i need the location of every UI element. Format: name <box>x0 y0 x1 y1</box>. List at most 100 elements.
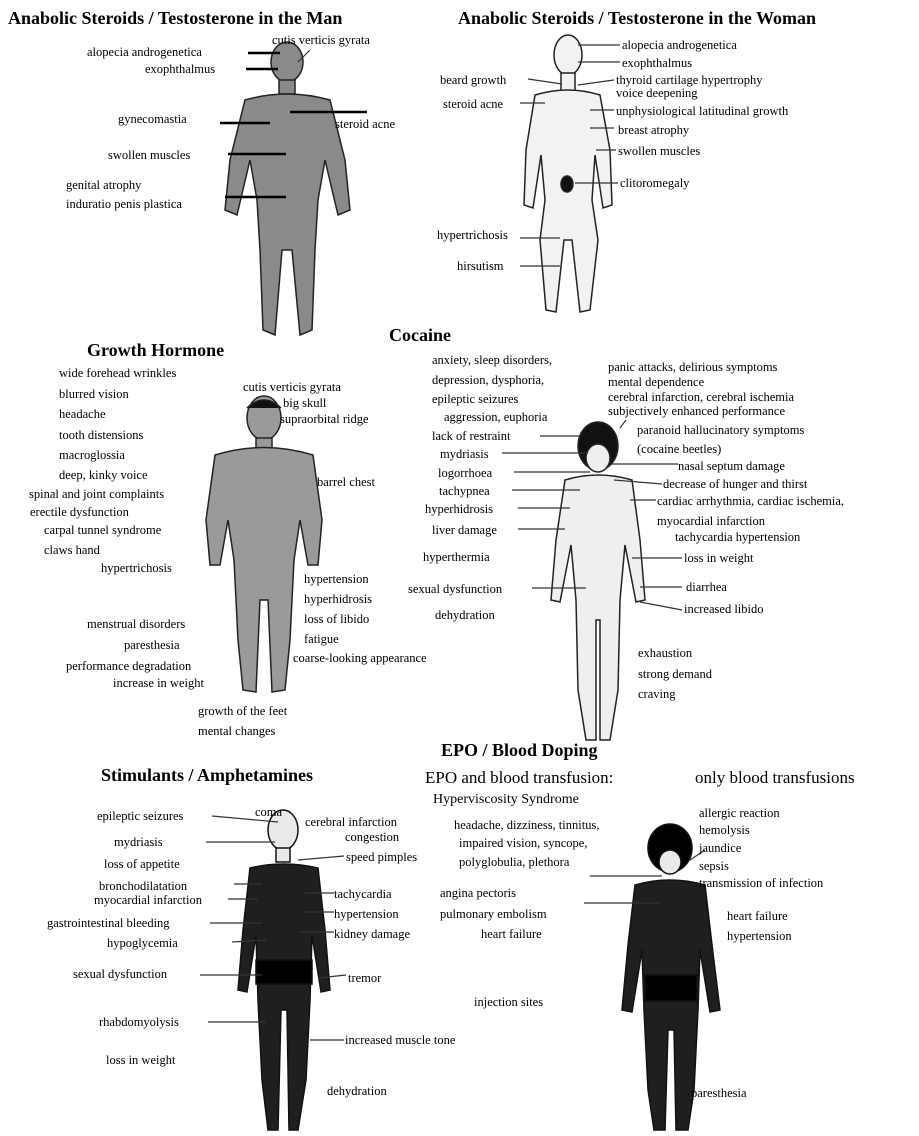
label-gh-13: supraorbital ridge <box>280 412 369 426</box>
label-epo-13: heart failure <box>727 909 788 923</box>
label-coc-29: craving <box>638 687 675 701</box>
label-gh-17: loss of libido <box>304 612 369 626</box>
label-coc-26: increased libido <box>684 602 764 616</box>
label-man-genital: genital atrophy <box>66 178 141 192</box>
label-epo-15: paresthesia <box>691 1086 747 1100</box>
label-woman-hypertrichosis: hypertrichosis <box>437 228 508 242</box>
label-gh-19: coarse-looking appearance <box>293 651 427 665</box>
label-woman-acne: steroid acne <box>443 97 503 111</box>
label-gh-25: mental changes <box>198 724 275 738</box>
label-man-swollen: swollen muscles <box>108 148 190 162</box>
label-epo-8: allergic reaction <box>699 806 780 820</box>
label-coc-2: epileptic seizures <box>432 392 518 406</box>
label-gh-5: deep, kinky voice <box>59 468 148 482</box>
label-epo-0: Hyperviscosity Syndrome <box>433 793 579 807</box>
label-coc-5: mydriasis <box>440 447 489 461</box>
label-stim-12: hypoglycemia <box>107 936 178 950</box>
label-stim-3: congestion <box>345 830 399 844</box>
label-epo-5: pulmonary embolism <box>440 907 547 921</box>
label-coc-12: dehydration <box>435 608 495 622</box>
label-gh-16: hyperhidrosis <box>304 592 372 606</box>
label-coc-28: strong demand <box>638 667 712 681</box>
label-gh-14: barrel chest <box>317 475 375 489</box>
label-coc-13: panic attacks, delirious symptoms <box>608 360 777 374</box>
label-stim-19: dehydration <box>327 1084 387 1098</box>
label-coc-8: hyperhidrosis <box>425 502 493 516</box>
label-gh-22: performance degradation <box>66 659 191 673</box>
label-stim-9: tachycardia <box>334 887 392 901</box>
label-coc-7: tachypnea <box>439 484 490 498</box>
label-coc-21: cardiac arrhythmia, cardiac ischemia, <box>657 494 844 508</box>
label-woman-clitoromegaly: clitoromegaly <box>620 176 689 190</box>
label-gh-24: growth of the feet <box>198 704 287 718</box>
female-figure-steroids <box>524 35 612 312</box>
label-stim-17: increased muscle tone <box>345 1033 455 1047</box>
figure-growth-hormone <box>206 396 322 692</box>
label-stim-18: loss in weight <box>106 1053 175 1067</box>
title-stimulants: Stimulants / Amphetamines <box>101 765 313 786</box>
label-coc-20: decrease of hunger and thirst <box>663 477 807 491</box>
label-woman-swollen: swollen muscles <box>618 144 700 158</box>
label-gh-18: fatigue <box>304 632 339 646</box>
label-epo-14: hypertension <box>727 929 792 943</box>
label-stim-0: epileptic seizures <box>97 809 183 823</box>
label-gh-7: erectile dysfunction <box>30 505 129 519</box>
title-steroids-man: Anabolic Steroids / Testosterone in the … <box>8 8 342 29</box>
label-gh-12: big skull <box>283 396 326 410</box>
label-gh-8: carpal tunnel syndrome <box>44 523 161 537</box>
label-stim-13: kidney damage <box>334 927 410 941</box>
label-coc-27: exhaustion <box>638 646 692 660</box>
label-woman-voice: voice deepening <box>616 86 698 100</box>
label-woman-beard: beard growth <box>440 73 506 87</box>
title-cocaine: Cocaine <box>389 325 451 346</box>
label-gh-21: paresthesia <box>124 638 180 652</box>
label-coc-10: hyperthermia <box>423 550 490 564</box>
label-man-exophthalmus: exophthalmus <box>145 62 215 76</box>
label-coc-0: anxiety, sleep disorders, <box>432 353 552 367</box>
label-stim-15: tremor <box>348 971 381 985</box>
label-epo-10: jaundice <box>699 841 741 855</box>
label-stim-16: rhabdomyolysis <box>99 1015 179 1029</box>
label-gh-11: cutis verticis gyrata <box>243 380 341 394</box>
label-man-gynecomastia: gynecomastia <box>118 112 187 126</box>
label-coc-25: diarrhea <box>686 580 727 594</box>
label-gh-23: increase in weight <box>113 676 204 690</box>
label-man-cutis: cutis verticis gyrata <box>272 33 370 47</box>
figure-cocaine <box>551 422 645 740</box>
label-epo-4: angina pectoris <box>440 886 516 900</box>
label-gh-3: tooth distensions <box>59 428 143 442</box>
label-woman-exophthalmus: exophthalmus <box>622 56 692 70</box>
subtitle-epo-right: only blood transfusions <box>695 768 855 788</box>
label-stim-14: sexual dysfunction <box>73 967 167 981</box>
label-woman-thyroid: thyroid cartilage hypertrophy <box>616 73 762 87</box>
title-steroids-woman: Anabolic Steroids / Testosterone in the … <box>458 8 816 29</box>
label-man-acne: steroid acne <box>335 117 395 131</box>
label-gh-15: hypertension <box>304 572 369 586</box>
label-coc-14: mental dependence <box>608 375 704 389</box>
label-epo-11: sepsis <box>699 859 729 873</box>
label-gh-0: wide forehead wrinkles <box>59 366 176 380</box>
subtitle-epo-left: EPO and blood transfusion: <box>425 768 613 788</box>
label-coc-9: liver damage <box>432 523 497 537</box>
label-epo-2: impaired vision, syncope, <box>459 836 587 850</box>
label-coc-15: cerebral infarction, cerebral ischemia <box>608 390 794 404</box>
label-woman-breast: breast atrophy <box>618 123 689 137</box>
label-gh-20: menstrual disorders <box>87 617 185 631</box>
label-coc-24: loss in weight <box>684 551 753 565</box>
label-epo-1: headache, dizziness, tinnitus, <box>454 818 599 832</box>
label-stim-1: coma <box>255 805 282 819</box>
label-woman-alopecia: alopecia androgenetica <box>622 38 737 52</box>
title-epo: EPO / Blood Doping <box>441 740 598 761</box>
label-coc-16: subjectively enhanced performance <box>608 404 785 418</box>
label-coc-4: lack of restraint <box>432 429 510 443</box>
label-stim-10: gastrointestinal bleeding <box>47 916 170 930</box>
label-gh-4: macroglossia <box>59 448 125 462</box>
label-gh-6: spinal and joint complaints <box>29 487 164 501</box>
label-coc-11: sexual dysfunction <box>408 582 502 596</box>
label-stim-8: myocardial infarction <box>94 893 202 907</box>
label-woman-hirsutism: hirsutism <box>457 259 504 273</box>
label-stim-4: mydriasis <box>114 835 163 849</box>
male-figure-steroids <box>225 42 350 335</box>
title-growth-hormone: Growth Hormone <box>87 340 224 361</box>
